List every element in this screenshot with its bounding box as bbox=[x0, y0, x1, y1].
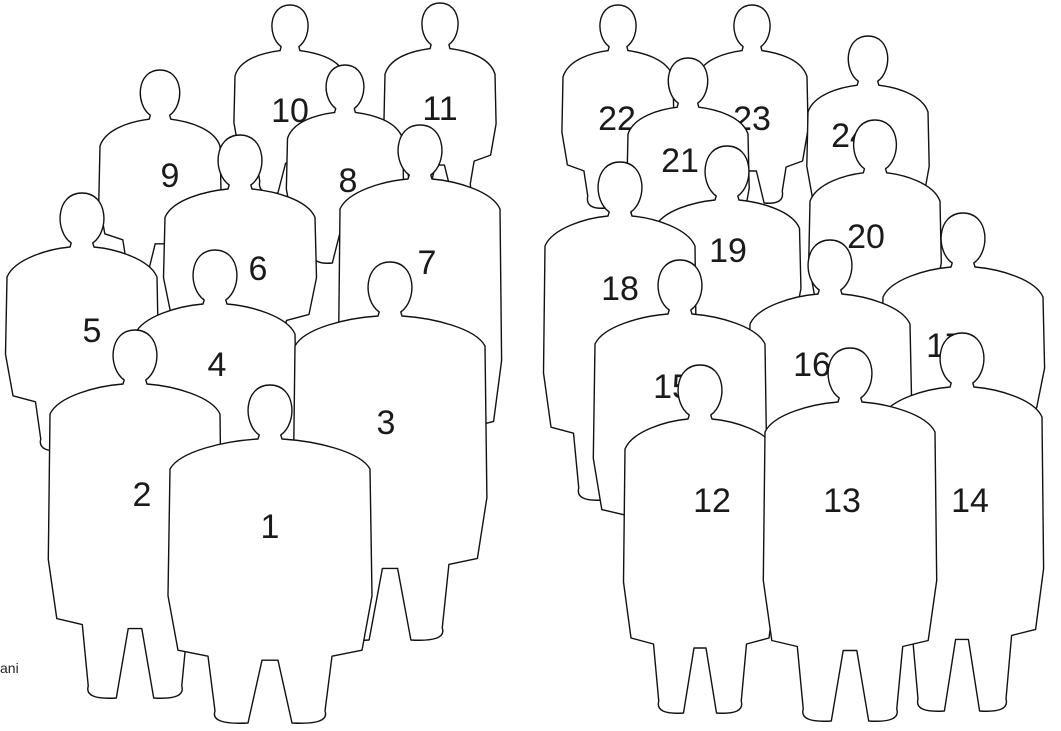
person-number-16: 16 bbox=[793, 346, 831, 384]
person-number-2: 2 bbox=[133, 476, 152, 514]
person-number-6: 6 bbox=[249, 250, 268, 288]
credit-text: ani bbox=[0, 660, 19, 676]
person-number-9: 9 bbox=[161, 157, 180, 195]
person-number-21: 21 bbox=[661, 142, 699, 180]
person-number-20: 20 bbox=[847, 218, 885, 256]
person-number-18: 18 bbox=[601, 270, 639, 308]
figure-group: 101122232498212019675181716154321412131 bbox=[6, 3, 1045, 723]
person-number-4: 4 bbox=[208, 346, 227, 384]
person-number-11: 11 bbox=[422, 90, 457, 128]
person-number-3: 3 bbox=[377, 404, 396, 442]
person-number-13: 13 bbox=[823, 482, 861, 520]
person-number-1: 1 bbox=[261, 508, 280, 546]
person-number-7: 7 bbox=[418, 244, 437, 282]
person-number-12: 12 bbox=[693, 482, 731, 520]
person-number-19: 19 bbox=[709, 232, 747, 270]
person-number-5: 5 bbox=[83, 312, 102, 350]
person-number-14: 14 bbox=[951, 482, 989, 520]
